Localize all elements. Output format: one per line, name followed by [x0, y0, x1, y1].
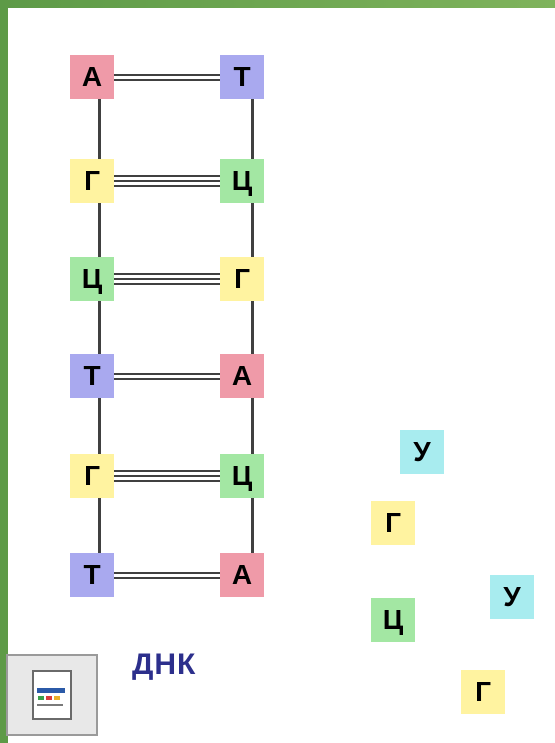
right-nucleotide: А: [220, 354, 264, 398]
left-nucleotide: Т: [70, 354, 114, 398]
hydrogen-bond: [114, 73, 220, 76]
right-nucleotide: Ц: [220, 454, 264, 498]
free-nucleotide: У: [400, 430, 444, 474]
left-nucleotide: Ц: [70, 257, 114, 301]
hydrogen-bond: [114, 185, 220, 187]
hydrogen-bond: [114, 180, 220, 182]
right-nucleotide: А: [220, 553, 264, 597]
hydrogen-bond: [114, 470, 220, 472]
left-nucleotide: Т: [70, 553, 114, 597]
hydrogen-bond: [114, 273, 220, 275]
hydrogen-bond: [114, 175, 220, 177]
right-nucleotide: Г: [220, 257, 264, 301]
embedded-object-button[interactable]: [6, 654, 98, 736]
hydrogen-bond: [114, 283, 220, 285]
free-nucleotide: Г: [371, 501, 415, 545]
hydrogen-bond: [114, 377, 220, 380]
left-nucleotide: Г: [70, 159, 114, 203]
hydrogen-bond: [114, 576, 220, 579]
right-nucleotide: Т: [220, 55, 264, 99]
dna-diagram: А Г Ц Т Г Т Т Ц Г А Ц А У Г У Ц Г ДНК: [8, 8, 555, 743]
free-nucleotide: У: [490, 575, 534, 619]
document-icon-graphic: [37, 688, 65, 706]
hydrogen-bond: [114, 571, 220, 574]
left-nucleotide: Г: [70, 454, 114, 498]
free-nucleotide: Ц: [371, 598, 415, 642]
dna-caption: ДНК: [132, 648, 197, 681]
hydrogen-bond: [114, 78, 220, 81]
hydrogen-bond: [114, 278, 220, 280]
right-nucleotide: Ц: [220, 159, 264, 203]
right-strand-backbone: [251, 74, 254, 584]
left-strand-backbone: [98, 74, 101, 584]
free-nucleotide: Г: [461, 670, 505, 714]
hydrogen-bond: [114, 475, 220, 477]
left-nucleotide: А: [70, 55, 114, 99]
document-icon: [32, 670, 72, 720]
hydrogen-bond: [114, 480, 220, 482]
hydrogen-bond: [114, 372, 220, 375]
